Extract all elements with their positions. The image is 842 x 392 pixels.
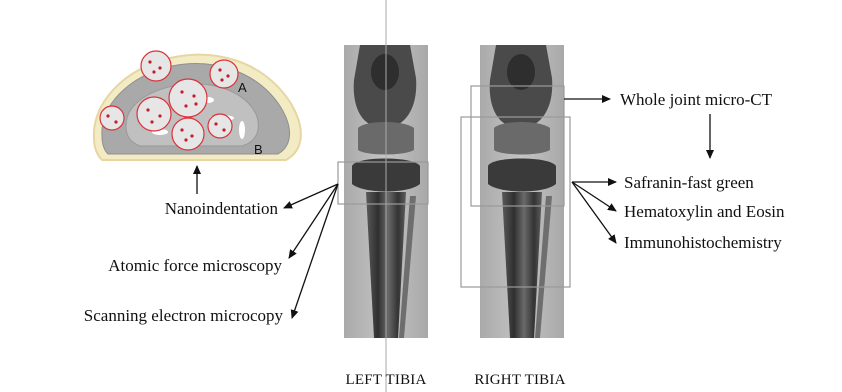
right-knee-joint xyxy=(494,122,550,155)
region-a-label: A xyxy=(238,80,247,95)
he-label: Hematoxylin and Eosin xyxy=(624,202,785,221)
left-method-arrows xyxy=(284,184,338,318)
left-tibia-label: LEFT TIBIA xyxy=(345,372,426,388)
region-b-label: B xyxy=(254,142,263,157)
right-tibia-xray xyxy=(480,45,564,338)
sem-label: Scanning electron microcopy xyxy=(84,306,284,325)
micro-ct-label: Whole joint micro-CT xyxy=(620,90,773,109)
bone-cross-section-inset: A B xyxy=(94,51,301,160)
right-method-arrows xyxy=(572,182,616,243)
safranin-label: Safranin-fast green xyxy=(624,173,754,192)
right-patella xyxy=(507,54,535,90)
right-tibia-label: RIGHT TIBIA xyxy=(474,372,565,388)
right-tibia-plateau xyxy=(488,159,556,192)
ihc-label: Immunohistochemistry xyxy=(624,233,782,252)
left-patella xyxy=(371,54,399,90)
afm-label: Atomic force microscopy xyxy=(108,256,282,275)
nanoindentation-label: Nanoindentation xyxy=(165,199,279,218)
